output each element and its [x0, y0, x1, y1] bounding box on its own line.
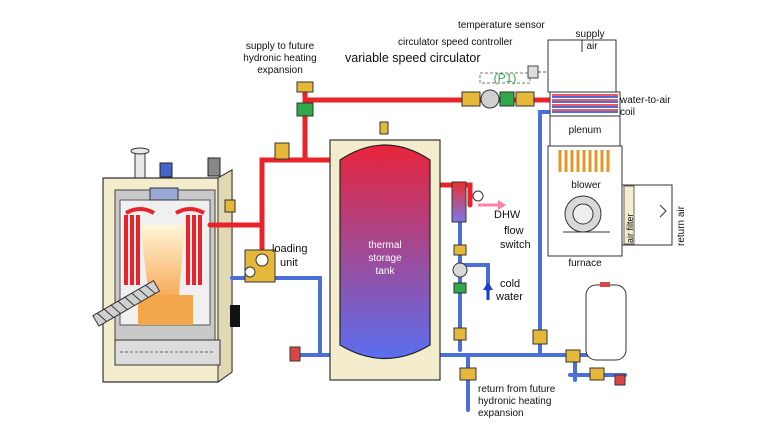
return-future-branch: return from future hydronic heating expa…	[459, 367, 556, 419]
p1-label: (P1)	[494, 71, 517, 85]
blower-label-box	[562, 178, 610, 190]
temperature-sensor-label: temperature sensor	[458, 20, 545, 31]
cold-water-pipe	[460, 263, 490, 292]
chimney-cap	[130, 147, 150, 155]
cold-water-arrow-head	[483, 282, 493, 290]
coil-return-pipe	[538, 110, 552, 357]
plate-heat-exchanger	[451, 181, 467, 223]
supply-air-label-1: supply	[576, 29, 605, 40]
cold-water-label-2: water	[495, 291, 523, 303]
relief-valve-icon	[224, 199, 236, 213]
thermal-storage-tank: thermal storage tank	[329, 121, 441, 381]
circulator-speed-controller-label: circulator speed controller	[398, 37, 513, 48]
coil-label-1: water-to-air	[619, 95, 671, 106]
coil-fins-hot	[552, 94, 618, 111]
drain-valve-icon	[289, 346, 301, 362]
loading-unit-label-1: loading	[272, 243, 307, 255]
boiler-supply-pipe	[207, 157, 338, 228]
boiler-grate	[149, 187, 179, 201]
tank-air-vent	[379, 121, 389, 135]
expansion-tank-body	[585, 284, 627, 361]
tank-label-2: storage	[368, 253, 402, 264]
flow-switch-icon	[472, 190, 484, 202]
dhw-heat-exchanger: DHW flow switch cold water	[451, 181, 531, 341]
plenum	[549, 115, 621, 147]
auger-feeder	[92, 279, 161, 327]
cold-water-label-1: cold	[500, 278, 520, 290]
return-air-arrow	[659, 204, 667, 218]
blower-label: blower	[571, 180, 601, 191]
coil-label-2: coil	[620, 107, 635, 118]
dhw-label: DHW	[494, 209, 521, 221]
variable-speed-circulator: (P1) variable speed circulator circulato…	[345, 20, 583, 109]
tank-vessel	[339, 144, 431, 360]
boiler-heat-exchanger	[124, 207, 205, 285]
dhw-arrow-head	[498, 200, 506, 210]
coil-fins	[552, 96, 618, 113]
blower-hub	[572, 203, 594, 225]
variable-speed-circulator-label: variable speed circulator	[345, 51, 481, 65]
supply-future-label-1: supply to future	[246, 41, 315, 52]
dhw-circulator-icon	[452, 262, 468, 278]
speed-controller-icon	[527, 65, 539, 79]
wood-boiler	[92, 147, 240, 383]
coil-return-valve-icon	[532, 329, 548, 345]
tank-label-1: thermal	[368, 240, 401, 251]
air-filter-label: air filter	[625, 213, 635, 243]
tank-drain-valve-icon	[453, 327, 467, 341]
supply-future-label-3: expansion	[257, 65, 303, 76]
boiler-control-box	[159, 162, 173, 178]
dhw-check-valve-icon	[453, 282, 467, 294]
expansion-tank	[565, 282, 627, 386]
boiler-fan-box	[207, 157, 221, 177]
return-future-valve-icon	[459, 367, 477, 381]
air-filter	[623, 185, 635, 245]
tank-label-3: tank	[376, 266, 396, 277]
supply-air-label-2: air	[586, 41, 598, 52]
expansion-tank-valve-cap	[600, 282, 610, 287]
fill-valve-icon	[589, 367, 605, 381]
return-air-label: return air	[676, 205, 687, 246]
circulator-check-valve	[499, 91, 515, 107]
boiler-door-handle	[230, 305, 240, 327]
dhw-hot-pipe	[437, 182, 473, 208]
expansion-drain-icon	[614, 374, 626, 386]
supply-future-check-icon	[296, 102, 314, 117]
return-future-label-2: hydronic heating	[478, 396, 551, 407]
supply-future-branch: supply to future hydronic heating expans…	[243, 41, 317, 117]
circulator-pump-icon	[480, 89, 500, 109]
dhw-valve-icon	[453, 244, 467, 256]
supply-future-label-2: hydronic heating	[243, 53, 316, 64]
fire-bed	[138, 295, 193, 325]
plenum-label: plenum	[569, 125, 602, 136]
loading-unit-label-2: unit	[280, 257, 298, 269]
furnace-unit: supply air water-to-air coil plenum blow…	[547, 29, 687, 269]
loading-unit: loading unit	[244, 243, 307, 283]
boiler-return-pipe	[230, 276, 337, 357]
loading-unit-thermometer-icon	[244, 266, 256, 278]
pressure-relief-valve-icon	[565, 349, 581, 363]
air-separator-icon	[274, 142, 290, 160]
supply-future-valve-icon	[296, 81, 314, 93]
flow-switch-label-2: switch	[500, 239, 531, 251]
circulator-isolation-valve-right	[515, 91, 535, 107]
return-future-label-1: return from future	[478, 384, 556, 395]
return-future-label-3: expansion	[478, 408, 524, 419]
flow-switch-label-1: flow	[504, 225, 524, 237]
furnace-label: furnace	[568, 258, 602, 269]
loading-unit-gauge-icon	[255, 253, 269, 267]
circulator-isolation-valve-left	[461, 91, 481, 107]
furnace-burner-tubes	[558, 150, 610, 172]
